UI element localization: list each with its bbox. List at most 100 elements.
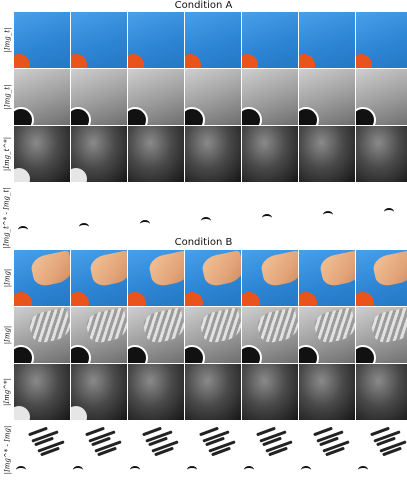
image-tile	[14, 69, 70, 125]
image-tile	[14, 190, 70, 246]
image-tile	[356, 250, 407, 306]
object-blob	[71, 345, 91, 363]
image-tile	[128, 364, 184, 420]
image-tile	[242, 422, 298, 478]
condition-b-row-1	[14, 250, 407, 306]
hand-region	[141, 307, 184, 345]
image-tile	[185, 12, 241, 68]
image-tile	[14, 250, 70, 306]
image-tile	[299, 190, 355, 246]
difference-mark	[244, 466, 254, 474]
condition-a-row-3-label: |Img_t^*|	[3, 136, 11, 172]
hand-region	[369, 307, 407, 345]
hand-region	[259, 250, 298, 288]
image-tile	[299, 126, 355, 182]
object-blob	[14, 345, 34, 363]
image-tile	[128, 12, 184, 68]
image-tile	[128, 190, 184, 246]
image-tile	[242, 250, 298, 306]
condition-b-title: Condition B	[174, 237, 233, 248]
condition-a-row-2-label: |Img_t|	[3, 84, 12, 110]
object-blob	[356, 292, 374, 306]
image-tile	[185, 364, 241, 420]
hand-region	[371, 250, 407, 288]
image-tile	[71, 250, 127, 306]
image-tile	[14, 12, 70, 68]
image-tile	[185, 307, 241, 363]
object-blob	[299, 345, 319, 363]
object-blob	[242, 345, 262, 363]
condition-a-row-1-label: |Img_t|	[3, 27, 12, 53]
image-tile	[71, 307, 127, 363]
difference-mark	[384, 208, 394, 216]
object-blob	[14, 168, 30, 182]
hand-region	[318, 250, 355, 288]
condition-b-row-3	[14, 364, 407, 420]
hand-region	[255, 307, 298, 345]
condition-a-row-2	[14, 69, 407, 125]
hand-region	[88, 250, 127, 288]
image-tile	[14, 307, 70, 363]
object-blob	[14, 54, 30, 68]
object-blob	[14, 107, 34, 125]
image-tile	[185, 422, 241, 478]
condition-b-row-4	[14, 422, 407, 478]
image-tile	[185, 190, 241, 246]
hand-region	[29, 250, 70, 288]
difference-mark	[187, 466, 197, 474]
hand-region	[147, 250, 184, 288]
object-blob	[356, 345, 376, 363]
object-blob	[185, 107, 205, 125]
condition-a-row-1	[14, 12, 407, 68]
hand-region	[200, 250, 241, 288]
difference-mark	[73, 466, 83, 474]
object-blob	[14, 406, 30, 420]
image-tile	[242, 364, 298, 420]
condition-a-title: Condition A	[174, 0, 233, 11]
object-blob	[185, 54, 201, 68]
object-blob	[128, 292, 146, 306]
difference-mark	[18, 226, 28, 234]
image-tile	[299, 12, 355, 68]
image-tile	[128, 69, 184, 125]
hand-region	[312, 307, 355, 345]
image-tile	[356, 12, 407, 68]
image-tile	[356, 190, 407, 246]
object-blob	[128, 345, 148, 363]
difference-mark	[16, 466, 26, 474]
object-blob	[299, 54, 315, 68]
image-tile	[14, 422, 70, 478]
object-blob	[14, 292, 32, 306]
image-tile	[356, 126, 407, 182]
difference-mark	[79, 223, 89, 231]
difference-mark	[358, 466, 368, 474]
image-tile	[356, 364, 407, 420]
image-tile	[242, 126, 298, 182]
object-blob	[242, 107, 262, 125]
image-tile	[299, 307, 355, 363]
image-tile	[71, 422, 127, 478]
object-blob	[299, 107, 319, 125]
hand-region	[27, 307, 70, 345]
image-tile	[242, 307, 298, 363]
condition-b-row-1-label: |Img|	[3, 268, 12, 288]
difference-mark	[262, 214, 272, 222]
image-tile	[356, 307, 407, 363]
object-blob	[356, 54, 372, 68]
image-tile	[71, 126, 127, 182]
condition-b-row-2-label: |Img|	[3, 325, 12, 345]
image-tile	[14, 126, 70, 182]
image-tile	[185, 126, 241, 182]
image-tile	[71, 69, 127, 125]
hand-region	[84, 307, 127, 345]
condition-b-row-4-label: |Img^* - Img|	[3, 425, 12, 475]
image-tile	[128, 307, 184, 363]
image-tile	[299, 422, 355, 478]
object-blob	[71, 406, 87, 420]
image-tile	[299, 69, 355, 125]
image-tile	[71, 12, 127, 68]
object-blob	[185, 292, 203, 306]
object-blob	[242, 54, 258, 68]
image-tile	[128, 422, 184, 478]
difference-mark	[323, 211, 333, 219]
